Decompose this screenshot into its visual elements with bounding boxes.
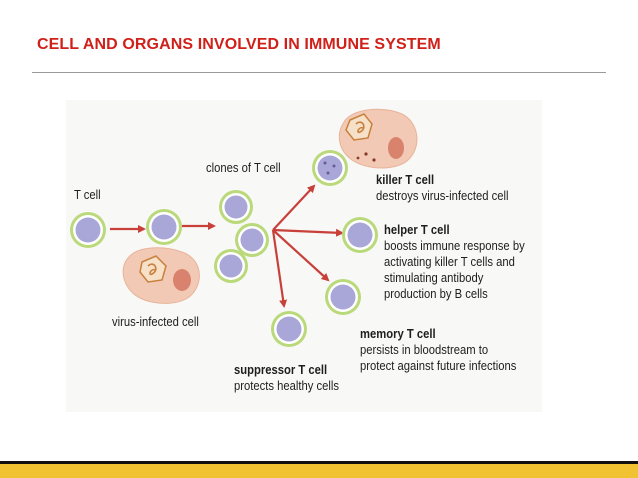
- infected-cell-top: [338, 108, 418, 169]
- killer-t-cell: [312, 150, 348, 186]
- memory-t-cell: [325, 279, 361, 315]
- label-killer-desc: destroys virus-infected cell: [376, 189, 509, 203]
- label-clones: clones of T cell: [206, 161, 281, 175]
- footer-band: [0, 464, 638, 478]
- footer-rule: [0, 461, 638, 464]
- label-helper-title: helper T cell: [384, 223, 450, 237]
- arrow-to-memory: [272, 229, 330, 282]
- label-memory-title: memory T cell: [360, 327, 436, 341]
- label-virus-infected-cell: virus-infected cell: [112, 315, 199, 329]
- label-helper-desc-1: boosts immune response by: [384, 239, 525, 253]
- label-helper-desc-3: stimulating antibody: [384, 271, 484, 285]
- infected-cell-left: [122, 247, 200, 304]
- suppressor-t-cell: [271, 311, 307, 347]
- arrow-to-suppressor: [271, 229, 288, 308]
- label-helper-desc-4: production by B cells: [384, 287, 488, 301]
- arrow-to-helper: [272, 228, 344, 237]
- slide-title: CELL AND ORGANS INVOLVED IN IMMUNE SYSTE…: [37, 36, 441, 53]
- label-suppressor-desc: protects healthy cells: [234, 379, 340, 393]
- arrow-to-killer: [272, 184, 316, 231]
- label-t-cell: T cell: [74, 188, 101, 202]
- arrows: [110, 184, 344, 308]
- title-divider: [32, 72, 606, 73]
- t-cell-original: [70, 212, 106, 248]
- t-cell-activated: [146, 209, 182, 245]
- label-memory-desc-1: persists in bloodstream to: [360, 343, 489, 357]
- t-cell-diagram: T cell clones of T cell virus-infected c…: [66, 100, 542, 412]
- helper-t-cell: [342, 217, 378, 253]
- diagram-graphics: [70, 108, 418, 347]
- label-memory-desc-2: protect against future infections: [360, 359, 517, 373]
- t-cell-clones: [214, 190, 269, 283]
- label-helper-desc-2: activating killer T cells and: [384, 255, 515, 269]
- label-suppressor-title: suppressor T cell: [234, 363, 328, 377]
- label-killer-title: killer T cell: [376, 173, 435, 187]
